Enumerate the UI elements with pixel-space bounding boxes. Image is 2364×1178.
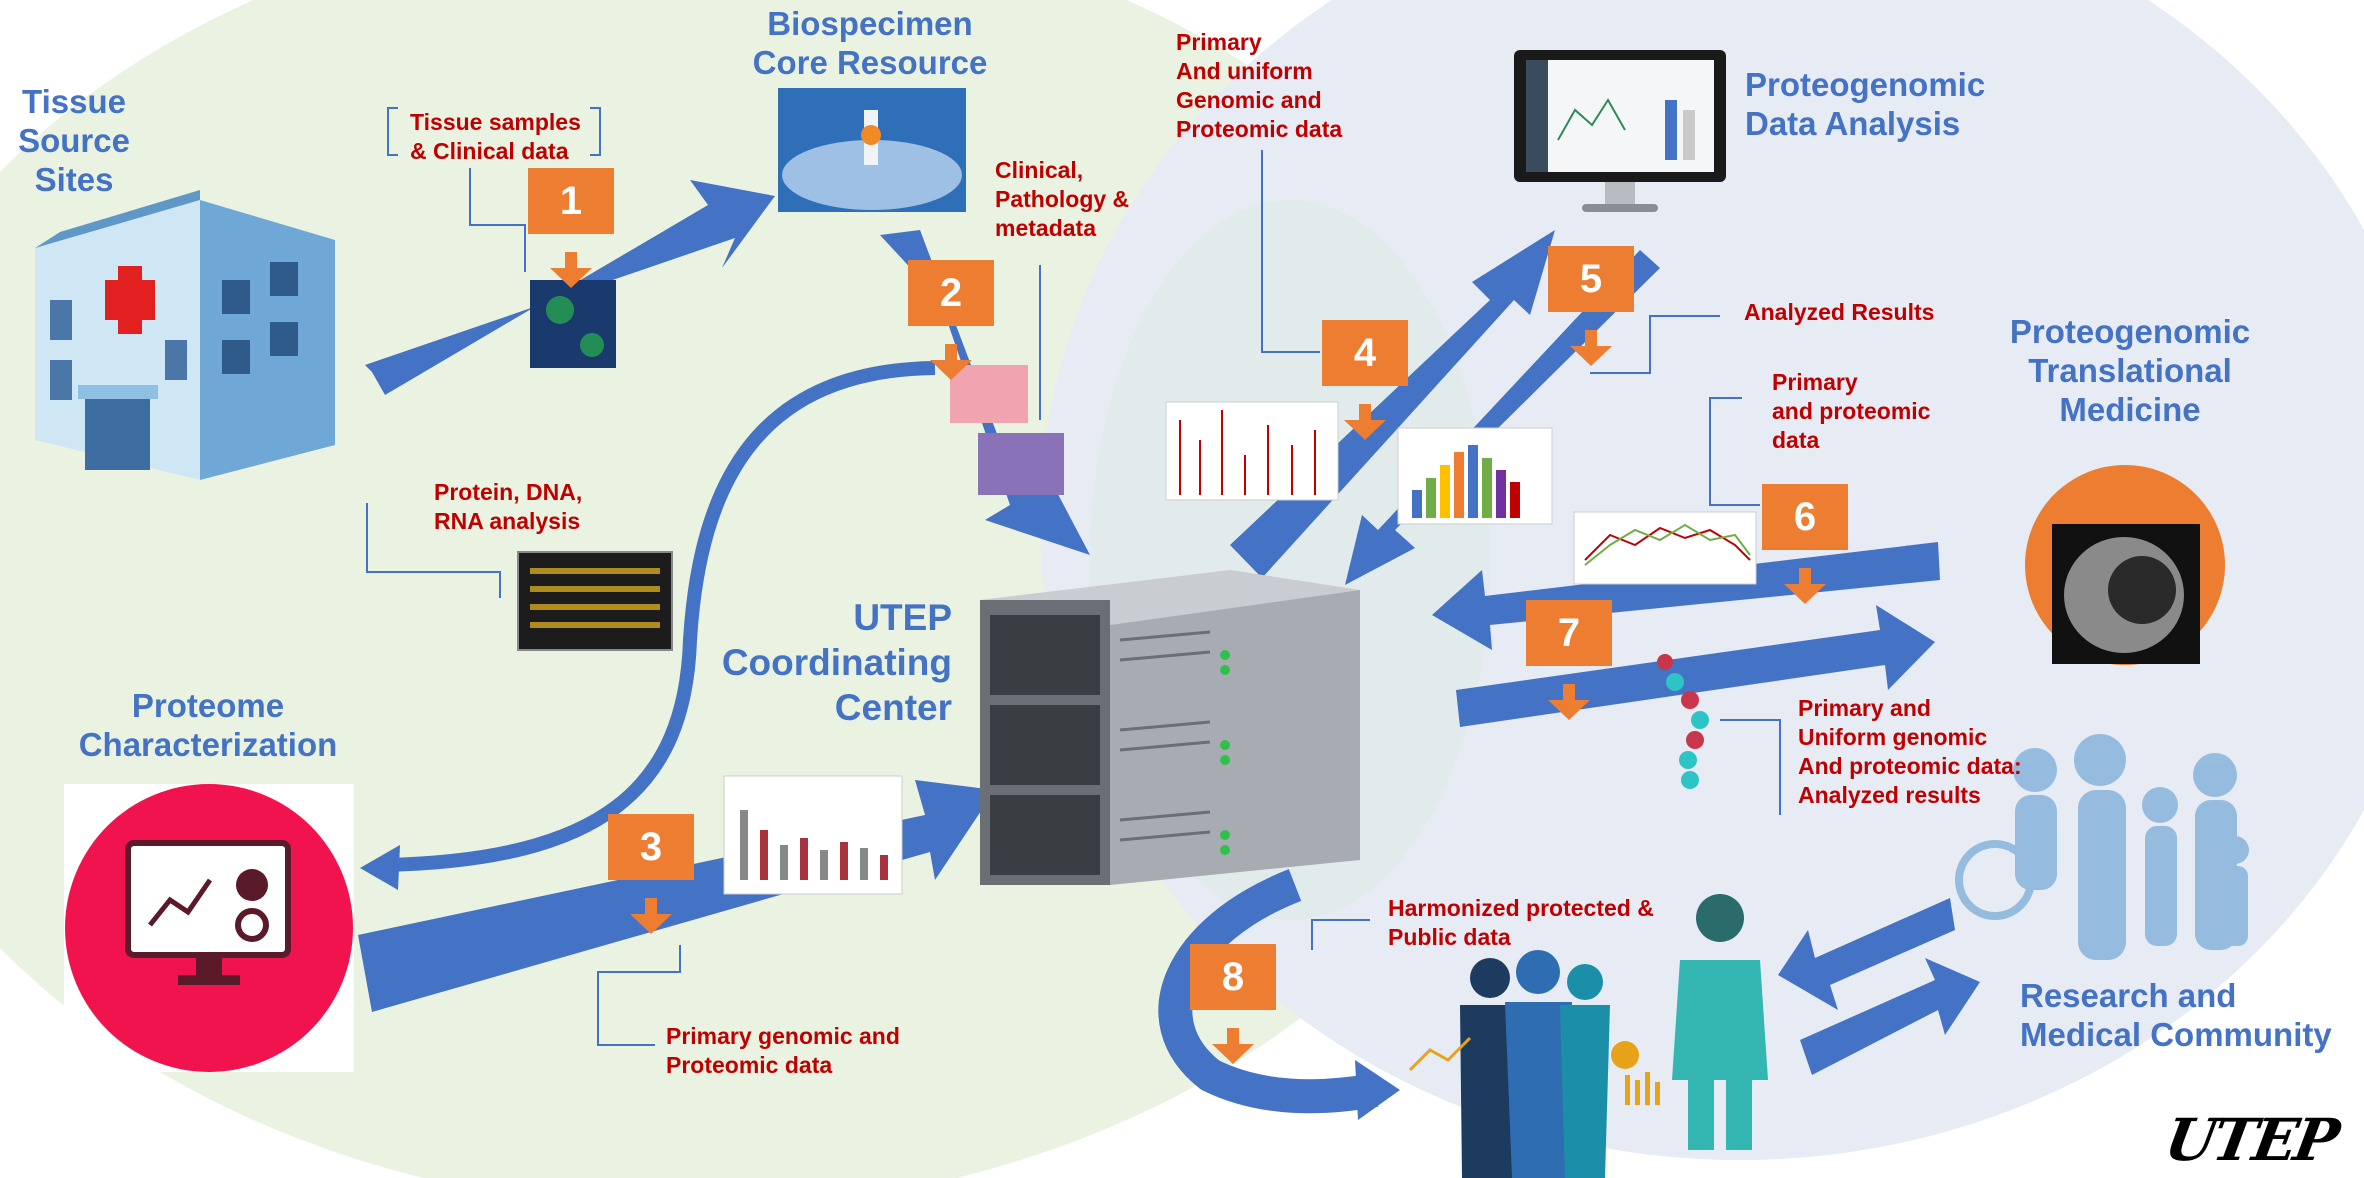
bar-chart-thumbnail <box>1397 427 1553 525</box>
research-community-label: Research and Medical Community <box>2020 977 2332 1053</box>
hospital-icon <box>35 190 335 480</box>
step-badge-5: 5 <box>1548 246 1634 366</box>
doctor-icon <box>1672 894 1768 1150</box>
connector-protein-dna <box>366 503 501 598</box>
arrow-curve-to-proteome <box>384 361 936 872</box>
step-badge-3: 3 <box>608 814 694 934</box>
step-badge-7: 7 <box>1526 600 1612 720</box>
arrow-center-to-translational <box>1456 605 1935 727</box>
tissue-source-sites-label: Tissue Source Sites <box>18 83 130 198</box>
protein-molecule-icon <box>1657 654 1709 789</box>
coordinating-center-label: UTEP Coordinating Center <box>721 597 952 728</box>
arrow-research-to-community <box>1778 898 1955 1010</box>
tissue-cells-image <box>530 280 616 368</box>
connector-harmonized <box>1311 919 1370 950</box>
connector-primary-genomic <box>597 945 681 1046</box>
clinical-pathology-annotation: Clinical, Pathology & metadata <box>995 157 1130 241</box>
biospecimen-label: Biospecimen Core Resource <box>752 5 988 81</box>
proteome-icon <box>64 784 354 1072</box>
tissue-bracket <box>387 107 601 156</box>
data-analysis-label: Proteogenomic Data Analysis <box>1745 66 1986 142</box>
arrow-curve-head <box>360 845 400 890</box>
step-badge-6: 6 <box>1762 484 1848 604</box>
connector-analyzed <box>1590 315 1720 374</box>
step-badge-8: 8 <box>1190 944 1276 1064</box>
family-silhouettes <box>1955 734 2249 960</box>
utep-logo: UTEP <box>2160 1106 2342 1174</box>
connector-tissue-samples <box>469 168 526 272</box>
microarray-image <box>517 551 673 651</box>
translational-medicine-label: Proteogenomic Translational Medicine <box>2009 313 2251 428</box>
analyzed-results-annotation: Analyzed Results <box>1744 299 1935 325</box>
connector-primary-uniform <box>1261 150 1320 353</box>
arrow-center-to-community <box>1158 869 1379 1114</box>
mri-scan-icon <box>2025 465 2225 665</box>
connector-lines <box>366 150 1781 1046</box>
business-people-icon <box>1408 950 1660 1178</box>
step-badge-2: 2 <box>908 260 994 380</box>
primary-proteomic-annotation: Primary and proteomic data <box>1772 369 1931 453</box>
arrow-8-head <box>1355 1060 1400 1120</box>
primary-uniform-annotation: Primary And uniform Genomic and Proteomi… <box>1176 29 1343 142</box>
biospecimen-photo <box>778 88 966 212</box>
spectrum-chart-thumbnail <box>1165 401 1339 501</box>
primary-genomic-annotation: Primary genomic and Proteomic data <box>666 1023 900 1078</box>
connector-primary-uniform-analyzed <box>1720 719 1781 815</box>
histology-image <box>978 433 1064 495</box>
monitor-icon <box>1514 50 1726 212</box>
protein-dna-rna-annotation: Protein, DNA, RNA analysis <box>434 479 583 534</box>
proteome-characterization-label: Proteome Characterization <box>78 687 338 763</box>
server-rack-icon <box>980 570 1360 885</box>
tissue-samples-annotation: Tissue samples & Clinical data <box>410 109 581 164</box>
primary-uniform-analyzed-annotation: Primary and Uniform genomic And proteomi… <box>1798 695 2022 808</box>
arrow-translational-to-center <box>1432 542 1940 650</box>
step-badge-1: 1 <box>528 168 614 288</box>
harmonized-data-annotation: Harmonized protected & Public data <box>1388 895 1654 950</box>
grouped-bar-chart-thumbnail <box>723 775 903 895</box>
line-chart-thumbnail <box>1573 511 1757 585</box>
arrow-community-to-research <box>1800 958 1980 1075</box>
step-badge-4: 4 <box>1322 320 1408 440</box>
connector-primary-proteomic <box>1709 397 1760 506</box>
